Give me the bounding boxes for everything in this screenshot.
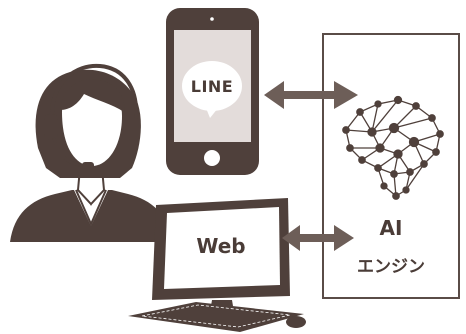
double-arrow-icon: [282, 225, 354, 251]
mouse-icon: [286, 316, 306, 328]
desktop-computer-icon: [152, 198, 290, 312]
ai-brain-network-icon: [342, 95, 444, 200]
keyboard-icon: [128, 302, 304, 332]
ai-engine-subtitle: エンジン: [357, 257, 425, 277]
line-speech-bubble-icon: [182, 61, 242, 118]
ai-engine-title: AI: [379, 216, 403, 240]
line-app-label: LINE: [190, 77, 234, 96]
web-screen-label: Web: [196, 234, 246, 258]
operator-headset-icon: [10, 63, 172, 242]
ai-engine-box: [322, 33, 460, 299]
double-arrow-icon: [264, 81, 358, 109]
